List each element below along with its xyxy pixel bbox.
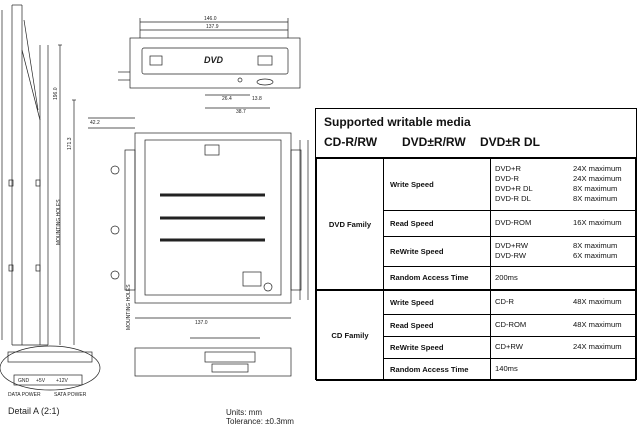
dim-front-w2: 42.2 <box>90 120 100 126</box>
feature-label: Random Access Time <box>383 357 491 381</box>
pin-12v: +12V <box>56 378 68 384</box>
media-header-dvd-dl: DVD±R DL <box>480 135 540 149</box>
media-cell: CD+RW <box>490 335 571 359</box>
media-header-dvd: DVD±R/RW <box>402 135 466 149</box>
dvd-logo: DVD <box>204 55 224 65</box>
pin-gnd: GND <box>18 378 30 384</box>
feature-label: ReWrite Speed <box>383 235 491 267</box>
media-cell: 200ms <box>490 265 571 291</box>
pin-5v: +5V <box>36 378 46 384</box>
connector-sata-power: SATA POWER <box>54 392 87 398</box>
family-cd: CD Family <box>316 289 384 381</box>
detail-a <box>0 345 101 391</box>
feature-label: Write Speed <box>383 289 491 315</box>
media-cell: CD-ROM <box>490 313 571 337</box>
media-cell: CD-R <box>490 289 571 315</box>
speed-cell: 16X maximum <box>571 209 636 237</box>
spec-table-panel: Supported writable media CD-R/RW DVD±R/RW… <box>315 108 637 381</box>
feature-label: Read Speed <box>383 313 491 337</box>
feature-label: Read Speed <box>383 209 491 237</box>
media-cell: DVD-ROM <box>490 209 571 237</box>
speed-cell: 48X maximum <box>571 289 636 315</box>
mounting-holes-note: MOUNTING HOLES <box>56 199 62 245</box>
detail-a-label: Detail A (2:1) <box>8 406 60 416</box>
speed-cell: 24X maximum <box>571 335 636 359</box>
dim-height-2: 171.3 <box>67 137 73 150</box>
front-mounting-holes-note: MOUNTING HOLES <box>126 284 132 330</box>
spec-title: Supported writable media <box>324 115 471 129</box>
feature-label: Random Access Time <box>383 265 491 291</box>
feature-label: ReWrite Speed <box>383 335 491 359</box>
feature-label: Write Speed <box>383 157 491 211</box>
media-headers: CD-R/RW DVD±R/RW DVD±R DL <box>324 135 540 149</box>
dim-d1: 26.4 <box>222 96 232 102</box>
front-view <box>88 117 309 319</box>
dim-width-outer: 146.0 <box>204 16 217 22</box>
dim-width-inner: 137.9 <box>206 24 219 30</box>
connector-data-power: DATA POWER <box>8 392 41 398</box>
tolerance-label: Tolerance: ±0.3mm <box>226 417 294 426</box>
speed-cell <box>571 265 636 291</box>
speed-cell <box>571 357 636 381</box>
rear-view <box>134 337 292 377</box>
dim-d3: 38.7 <box>236 109 246 115</box>
media-cell: 140ms <box>490 357 571 381</box>
family-dvd: DVD Family <box>316 157 384 291</box>
dim-front-w1: 137.0 <box>195 320 208 326</box>
dim-d2: 13.8 <box>252 96 262 102</box>
top-view <box>118 18 301 109</box>
dim-height-1: 196.0 <box>53 87 59 100</box>
speed-cell: 48X maximum <box>571 313 636 337</box>
units-label: Units: mm <box>226 408 262 417</box>
side-view <box>1 4 76 346</box>
media-header-cd: CD-R/RW <box>324 135 378 149</box>
